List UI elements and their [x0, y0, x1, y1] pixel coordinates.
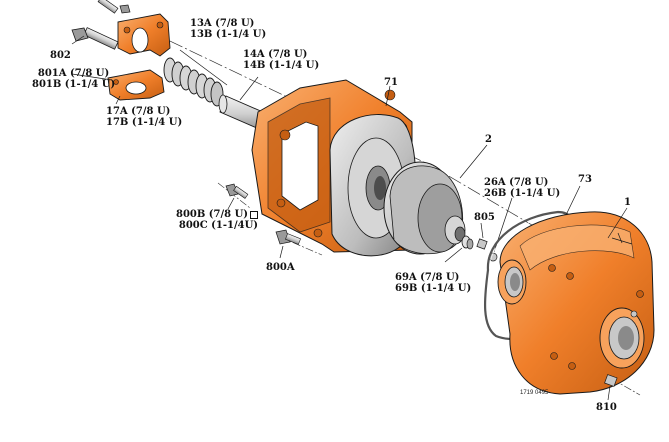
callout-71: 71 [384, 77, 398, 88]
callout-800: 800B (7/8 U) 800C (1-1/4U) [176, 209, 259, 231]
callout-13b: 13B (1-1/4 U) [190, 29, 267, 40]
spring-13 [163, 57, 224, 107]
callout-801a: 801A (7/8 U) [37, 68, 110, 79]
callout-26b: 26B (1-1/4 U) [484, 188, 561, 199]
bolt-800a [275, 229, 302, 245]
square-symbol [250, 210, 259, 219]
coupling-801 [107, 13, 171, 101]
adapter-71 [251, 79, 417, 257]
plug-810 [604, 374, 618, 387]
callout-17b: 17B (1-1/4 U) [106, 117, 183, 128]
callout-14b: 14B (1-1/4 U) [243, 60, 320, 71]
drawing-code: 1719 0495 [520, 390, 549, 396]
callout-14a: 14A (7/8 U) [243, 49, 308, 60]
plug-805 [476, 238, 488, 250]
callout-13: 13A (7/8 U) 13B (1-1/4 U) [190, 18, 266, 40]
callout-17a: 17A (7/8 U) [106, 106, 171, 117]
callout-26a: 26A (7/8 U) [484, 177, 549, 188]
callout-69a: 69A (7/8 U) [395, 272, 460, 283]
callout-805: 805 [474, 212, 495, 223]
bolt-802 [71, 0, 131, 50]
nut-69 [461, 235, 474, 250]
callout-14: 14A (7/8 U) 14B (1-1/4 U) [243, 49, 319, 71]
axis-800b [217, 182, 251, 209]
callout-17: 17A (7/8 U) 17B (1-1/4 U) [106, 106, 182, 128]
callout-13a: 13A (7/8 U) [190, 18, 255, 29]
callout-73: 73 [578, 174, 592, 185]
callout-800c: 800C (1-1/4U) [178, 220, 259, 231]
callout-1: 1 [624, 197, 631, 208]
casing-1 [497, 211, 655, 395]
callout-800a: 800A [266, 262, 295, 273]
callout-69b: 69B (1-1/4 U) [395, 283, 472, 294]
callout-2: 2 [485, 134, 492, 145]
callout-800b-row: 800B (7/8 U) [176, 209, 259, 220]
bolt-800b [225, 183, 249, 199]
callout-26: 26A (7/8 U) 26B (1-1/4 U) [484, 177, 560, 199]
callout-800b: 800B (7/8 U) [176, 209, 249, 220]
callout-810: 810 [596, 402, 617, 413]
callout-801b: 801B (1-1/4 U) [32, 79, 116, 90]
impeller-2 [383, 161, 466, 255]
callout-801: 801A (7/8 U) 801B (1-1/4 U) [32, 68, 115, 90]
callout-802: 802 [50, 50, 71, 61]
callout-69: 69A (7/8 U) 69B (1-1/4 U) [395, 272, 471, 294]
